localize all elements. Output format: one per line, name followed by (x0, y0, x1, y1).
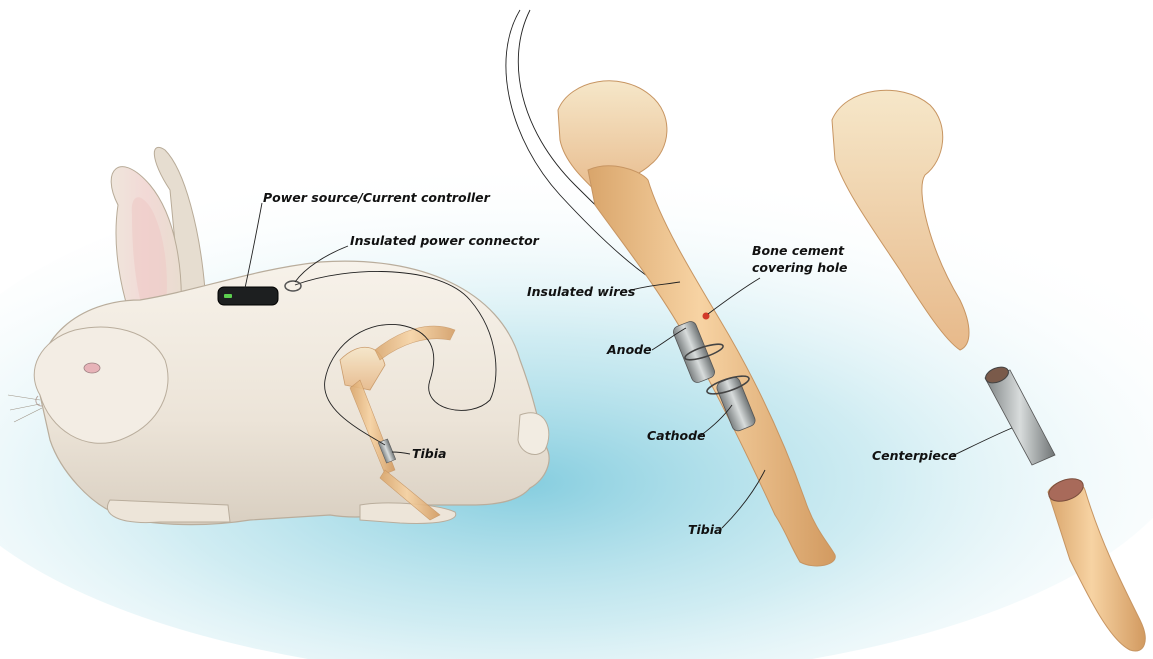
label-anode: Anode (606, 342, 652, 357)
power-indicator-led (224, 294, 232, 298)
rabbit-tail (518, 413, 549, 455)
label-centerpiece: Centerpiece (872, 448, 957, 463)
label-bone-cement-line2: covering hole (752, 260, 848, 275)
rabbit-eye (84, 363, 100, 373)
label-power-source: Power source/Current controller (263, 190, 491, 205)
label-cathode: Cathode (647, 428, 706, 443)
label-insulated-wires: Insulated wires (527, 284, 635, 299)
label-tibia-rabbit: Tibia (412, 446, 446, 461)
label-tibia-middle: Tibia (688, 522, 722, 537)
label-bone-cement-line1: Bone cement (752, 243, 845, 258)
label-insulated-power-connector: Insulated power connector (350, 233, 540, 248)
